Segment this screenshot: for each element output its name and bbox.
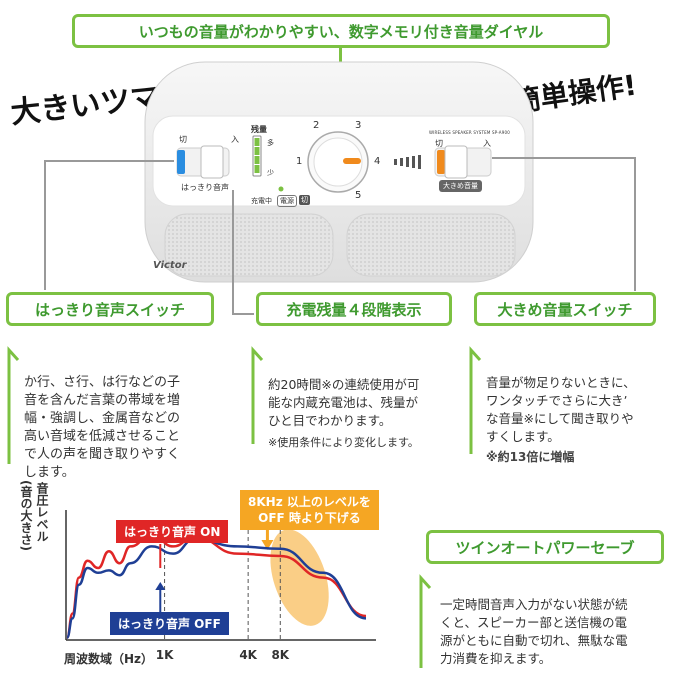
tag-8khz-line-1: 8KHz 以上のレベルを [248,495,371,509]
feature-desc-1-line: します。 [24,465,75,480]
connector-right-v [634,157,636,291]
bracket-2 [251,346,264,444]
feature-desc-2-line: 約20時間※の連続使用が可 [268,377,420,392]
feature-desc-1-line: 高い音域を低減させること [24,429,181,444]
speaker-device: 切 入 はっきり音声 残量 多 少 充電中 電源 切 1 2 3 4 5 WIR… [143,56,535,284]
feature-desc-1: か行、さ行、は行などの子 音を含んだ言葉の帯域を増 幅・強調し、金属音などの 高… [24,374,224,482]
chart-xlabel: 周波数域（Hz） [64,652,154,666]
switch-left-off-label: 切 [179,135,187,144]
tag-clear-voice-on: はっきり音声 ON [116,520,229,543]
feature-desc-2: 約20時間※の連続使用が可 能な内蔵充電池は、残量が ひと目でわかります。 ※使… [268,376,464,452]
feature-desc-1-line: 幅・強調し、金属音などの [24,411,181,426]
dial-mark-3: 3 [355,120,362,131]
feature-title-box-3: 大きめ音量スイッチ [474,292,656,326]
power-save-title-box: ツインオートパワーセーブ [426,530,664,564]
highlight-region [270,529,329,626]
power-save-line: 一定時間音声入力がない状態が続 [440,597,628,612]
feature-desc-1-line: で人の声を聞き取りやすく [24,447,181,462]
bracket-3 [469,346,482,454]
bracket-4 [419,574,432,668]
dial-mark-4: 4 [374,156,381,167]
switch-right-on-label: 入 [483,139,491,148]
feature-desc-3-line: な音量※にして聞き取りや [486,411,634,426]
battery-label: 残量 [251,125,267,134]
dial-mark-2: 2 [313,120,320,131]
feature-desc-1-line: か行、さ行、は行などの子 [24,375,181,390]
tag-8khz-line-2: OFF 時より下げる [258,511,361,525]
feature-title-1: はっきり音声スイッチ [34,300,185,319]
feature-title-3: 大きめ音量スイッチ [497,300,633,319]
feature-title-box-1: はっきり音声スイッチ [6,292,214,326]
connector-mid-h [232,313,254,315]
charging-label: 充電中 [251,197,272,205]
chart-ylabel-1: 音圧レベル [35,482,49,542]
bracket-1 [7,346,20,464]
feature-title-2: 充電残量４段階表示 [286,300,422,319]
tag-8khz-note: 8KHz 以上のレベルを OFF 時より下げる [240,490,379,530]
series-line [65,537,367,639]
dial-mark-1: 1 [296,156,303,167]
connector-right-h [492,157,636,159]
feature-desc-1-line: 音を含んだ言葉の帯域を増 [24,393,181,408]
feature-desc-3-line: すくします。 [486,429,560,444]
connector-mid-v [232,190,234,314]
feature-desc-2-line: 能な内蔵充電池は、残量が [268,395,419,410]
x-tick-label: 1K [156,648,174,662]
switch-right-off-label: 切 [435,139,443,148]
switch-left-name: はっきり音声 [181,183,229,192]
tag-clear-voice-off: はっきり音声 OFF [110,612,229,635]
brand-logo: Victor [153,260,187,271]
power-save-line: くと、スピーカー部と送信機の電 [440,615,628,630]
switch-left-on-label: 入 [231,135,239,144]
feature-desc-3-line: ワンタッチでさらに大きʼ [486,393,628,408]
feature-title-box-2: 充電残量４段階表示 [256,292,452,326]
series-line [65,533,367,639]
model-text: WIRELESS SPEAKER SYSTEM SP-A900 [429,130,510,135]
chart-ylabel-2: (音の大きさ) [19,480,33,551]
feature-note-3: ※約13倍に増幅 [486,450,575,464]
feature-note-2: ※使用条件により変化します。 [268,436,419,449]
x-tick-label: 4K [239,648,257,662]
switch-right-name: 大きめ音量 [439,180,482,192]
dial-mark-5: 5 [355,190,362,201]
power-save-title: ツインオートパワーセーブ [455,538,635,557]
power-save-line: 力消費を抑えます。 [440,651,552,666]
power-state-label: 切 [299,195,310,205]
power-label: 電源 [277,195,297,207]
feature-desc-2-line: ひと目でわかります。 [268,413,392,428]
connector-left-h [44,160,174,162]
battery-high-label: 多 [267,139,274,147]
feature-desc-3-line: 音量が物足りないときに、 [486,375,636,390]
battery-low-label: 少 [267,169,274,177]
power-save-desc: 一定時間音声入力がない状態が続 くと、スピーカー部と送信機の電 源がともに自動で… [440,596,676,668]
headline-text: いつもの音量がわかりやすい、数字メモリ付き音量ダイヤル [138,22,544,41]
connector-left-v [44,160,46,290]
highlight-arrow-head [261,540,274,550]
off-arrow-head [155,582,166,590]
x-tick-label: 8K [271,648,289,662]
power-save-line: 源がともに自動で切れ、無駄な電 [440,633,628,648]
headline-box: いつもの音量がわかりやすい、数字メモリ付き音量ダイヤル [72,14,610,48]
feature-desc-3: 音量が物足りないときに、 ワンタッチでさらに大きʼ な音量※にして聞き取りや す… [486,374,676,466]
device-body [144,61,534,283]
